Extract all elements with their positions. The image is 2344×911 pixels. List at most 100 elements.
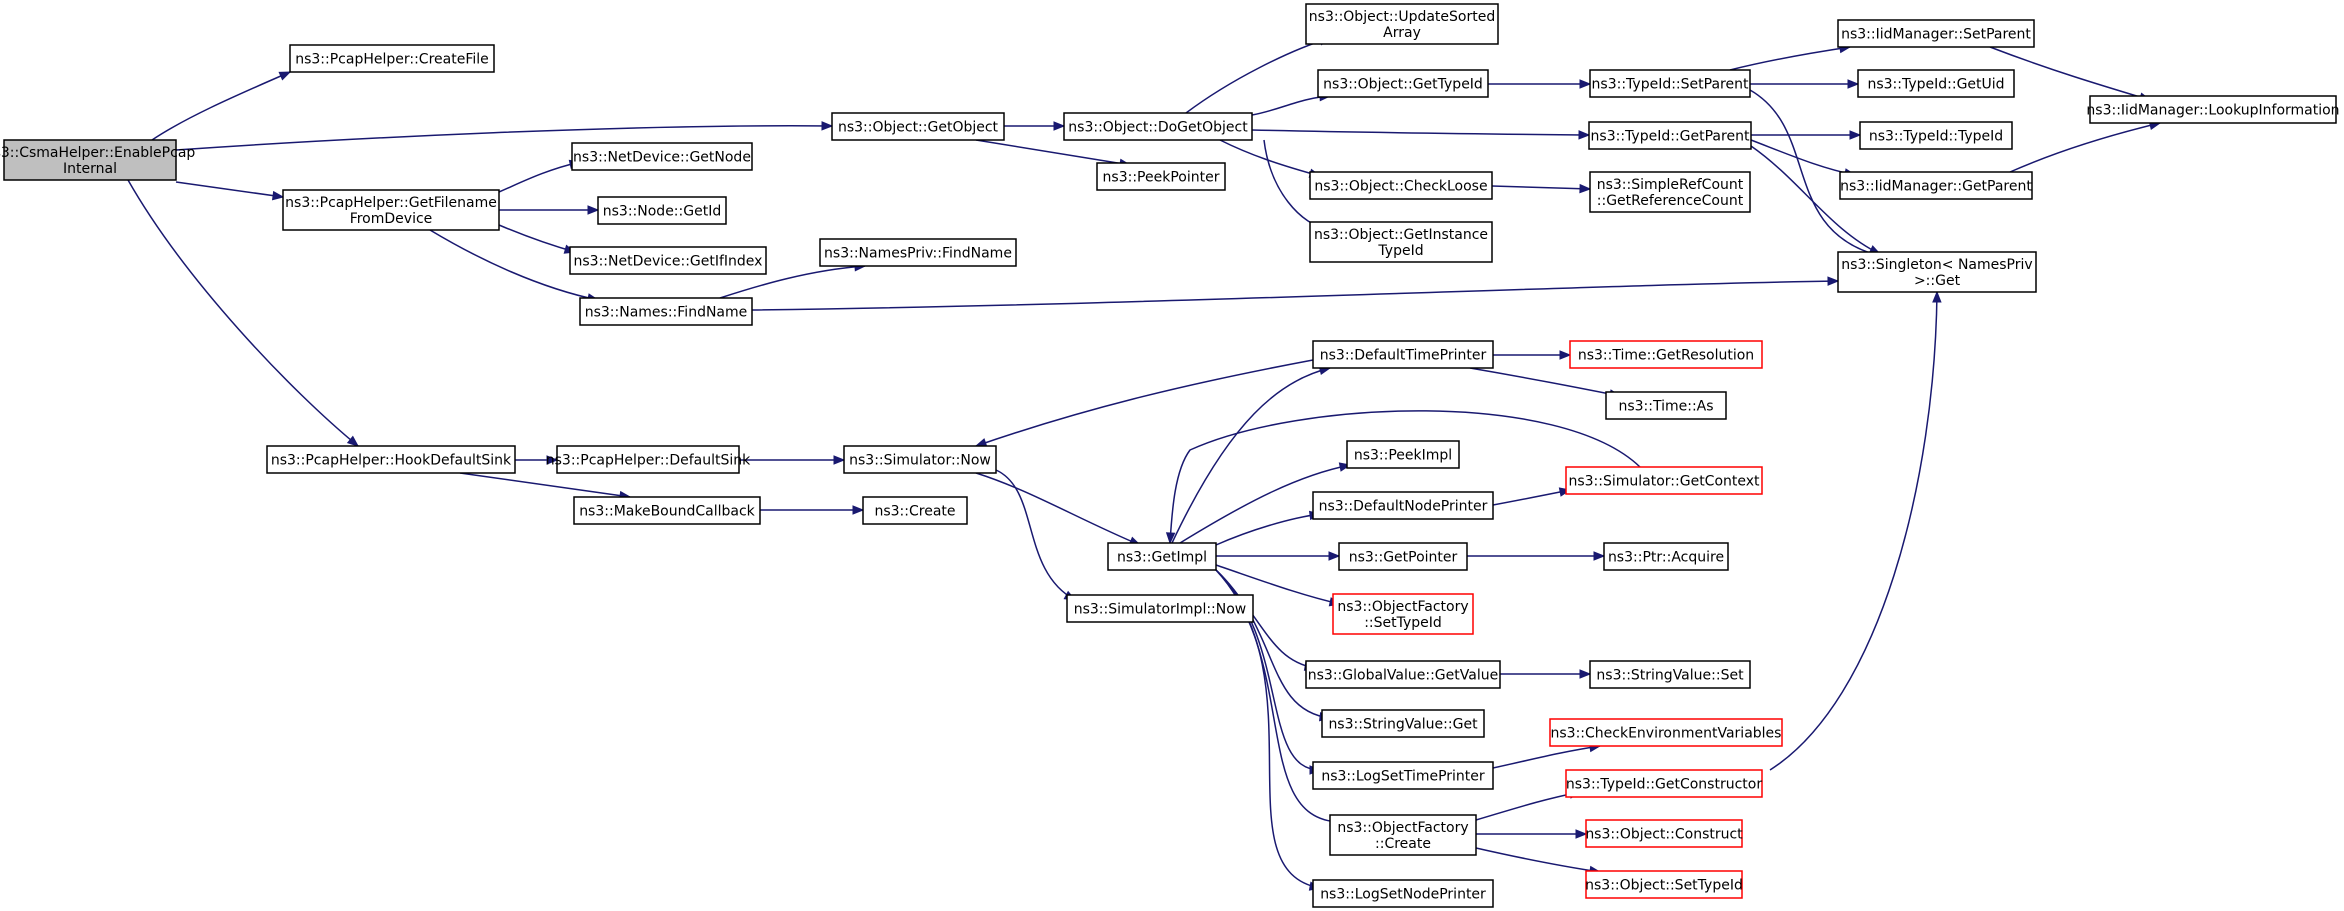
node-defaulttimeprinter[interactable]: ns3::DefaultTimePrinter: [1312, 340, 1494, 369]
node-netdev-getifindex[interactable]: ns3::NetDevice::GetIfIndex: [569, 246, 767, 275]
arrowhead-icon: [1575, 829, 1588, 839]
edge-simulator_getcontext-to-getimpl: [1165, 410, 1641, 545]
node-label: ns3::PeekImpl: [1354, 448, 1452, 464]
node-box: [1312, 340, 1494, 369]
node-box: [1589, 660, 1751, 689]
node-peekpointer[interactable]: ns3::PeekPointer: [1096, 162, 1226, 191]
node-namespriv-findname[interactable]: ns3::NamesPriv::FindName: [819, 238, 1017, 267]
node-createfile[interactable]: ns3::PcapHelper::CreateFile: [289, 44, 495, 73]
node-logsetnodeprinter[interactable]: ns3::LogSetNodePrinter: [1312, 879, 1494, 908]
node-peekimpl[interactable]: ns3::PeekImpl: [1346, 440, 1460, 469]
node-label: ::GetReferenceCount: [1597, 193, 1744, 209]
node-hookdefaultsink[interactable]: ns3::PcapHelper::HookDefaultSink: [266, 445, 516, 474]
edge-line: [498, 224, 576, 253]
edge-object_gettypeid-to-typeid_setparent: [1488, 79, 1592, 89]
edge-line: [975, 359, 1314, 447]
node-typeid-setparent[interactable]: ns3::TypeId::SetParent: [1589, 69, 1751, 98]
node-checkenv[interactable]: ns3::CheckEnvironmentVariables: [1549, 718, 1783, 747]
edge-getpointer-to-ptr_acquire: [1467, 551, 1606, 561]
node-time-getresolution[interactable]: ns3::Time::GetResolution: [1569, 340, 1763, 369]
node-simulator-now[interactable]: ns3::Simulator::Now: [843, 445, 997, 474]
edge-line: [175, 181, 284, 198]
node-netdev-getnode[interactable]: ns3::NetDevice::GetNode: [571, 142, 753, 171]
edge-defaultsink-to-simulator_now: [738, 455, 846, 465]
node-object-gettypeid[interactable]: ns3::Object::GetTypeId: [1317, 69, 1489, 98]
node-label: ns3::IidManager::GetParent: [1840, 179, 2032, 195]
node-box: [1309, 221, 1493, 263]
node-iid-setparent[interactable]: ns3::IidManager::SetParent: [1837, 19, 2035, 48]
node-label: ns3::Object::GetObject: [838, 120, 999, 136]
edge-line: [1215, 513, 1321, 546]
edge-object_dogetobject-to-typeid_getparent: [1251, 129, 1591, 140]
node-object-getobject[interactable]: ns3::Object::GetObject: [831, 112, 1005, 141]
node-defaultsink[interactable]: ns3::PcapHelper::DefaultSink: [546, 445, 751, 474]
node-box: [1329, 814, 1477, 856]
node-getimpl[interactable]: ns3::GetImpl: [1107, 542, 1217, 571]
node-singleton-get[interactable]: ns3::Singleton< NamesPriv >::Get: [1837, 251, 2037, 293]
node-ptr-acquire[interactable]: ns3::Ptr::Acquire: [1603, 542, 1729, 571]
arrowhead-icon: [1593, 551, 1606, 561]
node-iid-lookup[interactable]: ns3::IidManager::LookupInformation: [2086, 95, 2340, 124]
edge-line: [175, 125, 833, 151]
node-object-dogetobject[interactable]: ns3::Object::DoGetObject: [1063, 112, 1253, 141]
node-objectfactory-create[interactable]: ns3::ObjectFactory::Create: [1329, 814, 1477, 856]
node-simplerefcount[interactable]: ns3::SimpleRefCount::GetReferenceCount: [1589, 171, 1751, 213]
edge-objectfactory_create-to-object_construct: [1475, 829, 1588, 839]
node-globalvalue-getvalue[interactable]: ns3::GlobalValue::GetValue: [1305, 660, 1501, 689]
edge-names_findname-to-singleton_get: [751, 276, 1840, 311]
node-object-settypeid[interactable]: ns3::Object::SetTypeId: [1585, 870, 1743, 899]
edge-line: [1475, 791, 1581, 821]
node-makeboundcallback[interactable]: ns3::MakeBoundCallback: [573, 496, 761, 525]
node-box: [573, 496, 761, 525]
node-box: [1588, 121, 1752, 150]
node-box: [862, 496, 968, 525]
node-box: [1549, 718, 1783, 747]
node-label: ns3::PcapHelper::HookDefaultSink: [271, 453, 512, 469]
edge-root-to-getfilename: [175, 181, 285, 201]
node-node-getid[interactable]: ns3::Node::GetId: [597, 196, 727, 225]
node-getpointer[interactable]: ns3::GetPointer: [1338, 542, 1468, 571]
node-create[interactable]: ns3::Create: [862, 496, 968, 525]
node-label: ns3::NamesPriv::FindName: [824, 246, 1012, 262]
node-box: [266, 445, 516, 474]
arrowhead-icon: [821, 121, 834, 131]
edge-objectfactory_create-to-typeid_getconstructor: [1475, 789, 1582, 821]
edge-line: [1179, 464, 1351, 544]
node-label: ns3::LogSetTimePrinter: [1321, 769, 1485, 785]
node-typeid-getparent[interactable]: ns3::TypeId::GetParent: [1588, 121, 1752, 150]
node-typeid-getuid[interactable]: ns3::TypeId::GetUid: [1857, 69, 2015, 98]
edge-object_dogetobject-to-object_updatesorted: [1185, 36, 1332, 114]
node-simulator-getcontext[interactable]: ns3::Simulator::GetContext: [1565, 466, 1763, 495]
node-objectfactory-settypeid[interactable]: ns3::ObjectFactory::SetTypeId: [1332, 593, 1474, 635]
node-typeid-typeid[interactable]: ns3::TypeId::TypeId: [1859, 121, 2013, 150]
arrowhead-icon: [1579, 183, 1592, 194]
node-simulatorimpl-now[interactable]: ns3::SimulatorImpl::Now: [1066, 594, 1254, 623]
arrowhead-icon: [1579, 669, 1592, 679]
edge-line: [1171, 367, 1331, 544]
node-logsettimeprinter[interactable]: ns3::LogSetTimePrinter: [1312, 761, 1494, 790]
node-box: [1839, 171, 2033, 200]
node-box: [1565, 769, 1763, 798]
node-label: >::Get: [1914, 273, 1961, 289]
node-object-construct[interactable]: ns3::Object::Construct: [1585, 819, 1743, 848]
node-stringvalue-set[interactable]: ns3::StringValue::Set: [1589, 660, 1751, 689]
node-box: [3, 139, 177, 181]
arrowhead-icon: [278, 71, 292, 81]
node-box: [289, 44, 495, 73]
node-object-checkloose[interactable]: ns3::Object::CheckLoose: [1309, 171, 1493, 200]
node-box: [1585, 870, 1743, 899]
edge-getfilename-to-netdev_getifindex: [498, 224, 577, 254]
node-stringvalue-get[interactable]: ns3::StringValue::Get: [1321, 709, 1485, 738]
node-iid-getparent[interactable]: ns3::IidManager::GetParent: [1839, 171, 2033, 200]
edge-line: [1251, 129, 1590, 136]
node-names-findname[interactable]: ns3::Names::FindName: [579, 297, 753, 326]
arrowhead-icon: [271, 190, 285, 201]
node-time-as[interactable]: ns3::Time::As: [1605, 391, 1727, 420]
node-typeid-getconstructor[interactable]: ns3::TypeId::GetConstructor: [1565, 769, 1763, 798]
node-defaultnodeprinter[interactable]: ns3::DefaultNodePrinter: [1312, 491, 1494, 520]
edge-object_getobject-to-object_dogetobject: [1004, 121, 1066, 131]
